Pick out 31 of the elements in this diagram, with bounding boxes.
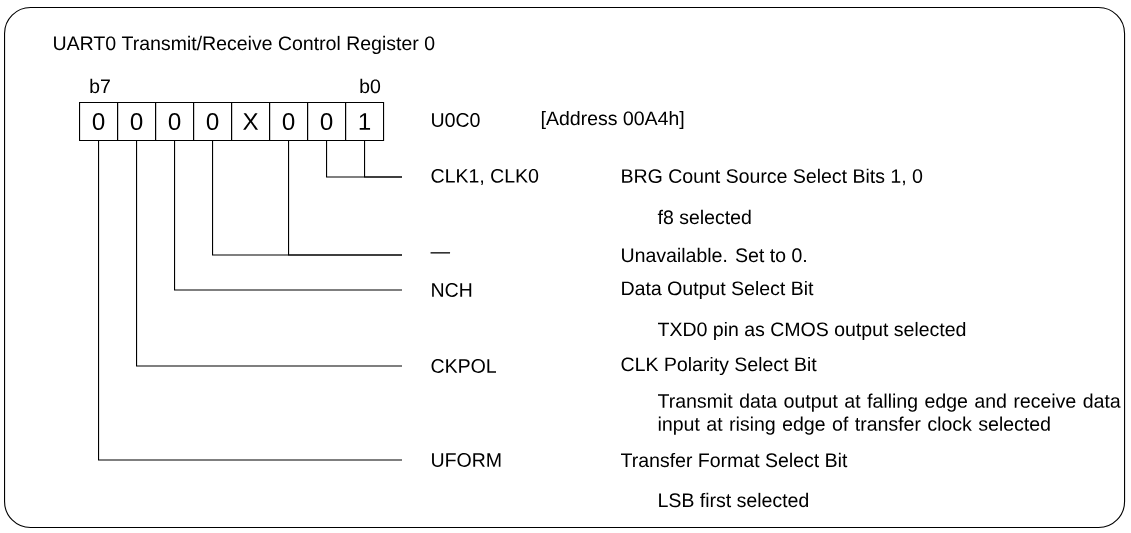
bit-setting: LSB first selected	[659, 492, 808, 508]
bit-description: Unavailable. Set to 0.	[622, 247, 806, 263]
bit-name: NCH	[432, 283, 472, 297]
bit-cell: 0	[117, 102, 157, 142]
leader-line	[364, 140, 403, 178]
bit-number: b0	[360, 78, 381, 94]
bit-description: Transfer Format Select Bit	[621, 452, 848, 468]
bit-cell: X	[231, 102, 271, 142]
bit-setting: TXD0 pin as CMOS output selected	[658, 321, 966, 341]
bit-cell: 0	[193, 102, 233, 142]
bit-description: CLK Polarity Select Bit	[621, 356, 817, 376]
bit-cell: 0	[155, 102, 195, 142]
bit-name: CKPOL	[431, 359, 496, 373]
bit-number: b7	[90, 78, 110, 94]
bit-name: CLK1, CLK0	[431, 168, 539, 186]
bit-cell: 0	[269, 102, 309, 142]
leader-line	[136, 140, 403, 367]
leader-line	[288, 140, 403, 256]
bit-name: —	[430, 252, 451, 254]
bit-cell: 0	[307, 102, 347, 142]
register-address: [Address 00A4h]	[541, 110, 684, 130]
bit-description: Data Output Select Bit	[622, 280, 814, 300]
bit-description: BRG Count Source Select Bits 1, 0	[622, 168, 923, 186]
bit-cell: 1	[345, 102, 385, 142]
bit-setting: f8 selected	[657, 209, 751, 225]
bit-setting: Transmit data output at falling edge and receive data input at rising edge of transfer clock selected	[658, 393, 1121, 435]
leader-line	[174, 140, 403, 291]
register-symbol: U0C0	[432, 113, 480, 127]
leader-line	[98, 140, 403, 461]
bit-name: UFORM	[432, 453, 501, 467]
bit-cell: 0	[79, 102, 119, 142]
